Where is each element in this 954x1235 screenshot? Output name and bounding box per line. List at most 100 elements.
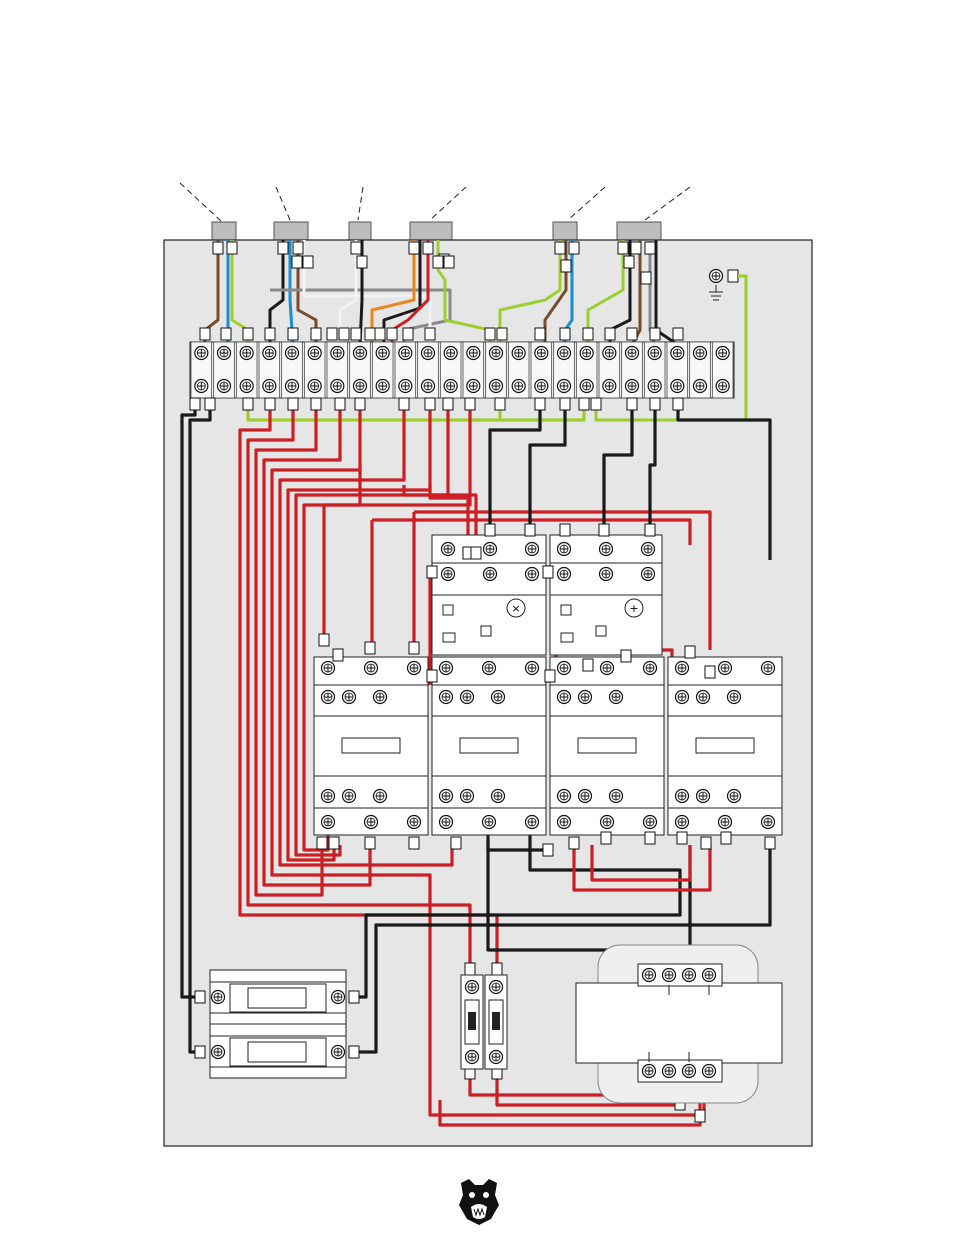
wire-lug: [425, 398, 435, 410]
wire-lug: [409, 642, 419, 654]
wire-lug: [335, 398, 345, 410]
overload-relay-1: ×: [432, 535, 546, 655]
cable-gland-6: [617, 187, 690, 240]
wire-lug: [765, 837, 775, 849]
terminal-block: [599, 342, 620, 398]
terminal-block: [712, 342, 733, 398]
wire-lug: [495, 398, 505, 410]
svg-text:+: +: [629, 602, 638, 615]
wire-lug: [535, 328, 545, 340]
wire-lug: [427, 566, 437, 578]
circuit-breaker-2: [485, 975, 507, 1069]
wire-lug: [673, 328, 683, 340]
wire-lug: [624, 256, 634, 268]
wire-lug: [492, 963, 502, 975]
wire-lug: [288, 328, 298, 340]
wire-lug: [365, 328, 375, 340]
wire-lug: [701, 837, 711, 849]
terminal-block: [418, 342, 439, 398]
wire-lug: [645, 832, 655, 844]
terminal-block: [508, 342, 529, 398]
wire-lug: [409, 837, 419, 849]
wire-lug: [685, 646, 695, 658]
wire-lug: [451, 837, 461, 849]
wire-lug: [444, 256, 454, 268]
wire-lug: [200, 328, 210, 340]
wire-lug: [213, 242, 223, 254]
wire-lug: [387, 328, 397, 340]
contactor: [550, 657, 664, 835]
cable-gland-1: [180, 183, 236, 240]
wire-lug: [349, 991, 359, 1003]
terminal-block: [191, 342, 212, 398]
wire-lug: [583, 659, 593, 671]
wire-lug: [327, 328, 337, 340]
terminal-block: [395, 342, 416, 398]
cable-gland-4: [410, 187, 466, 240]
wire-lug: [293, 242, 303, 254]
wire-lug: [227, 242, 237, 254]
terminal-block: [463, 342, 484, 398]
wire-lug: [243, 328, 253, 340]
cable-glands: [180, 183, 690, 240]
wire-lug: [355, 398, 365, 410]
terminal-block: [304, 342, 325, 398]
terminal-block: [622, 342, 643, 398]
wire-lug: [339, 328, 349, 340]
wire-lug: [303, 256, 313, 268]
wire-lug: [497, 328, 507, 340]
wire-lug: [560, 328, 570, 340]
terminal-strip: [190, 342, 734, 398]
wire-lug: [471, 547, 481, 559]
terminal-block: [214, 342, 235, 398]
wire-lug: [205, 398, 215, 410]
wire-lug: [243, 398, 253, 410]
wire-lug: [601, 832, 611, 844]
wire-lug: [631, 242, 641, 254]
wire-lug: [427, 670, 437, 682]
bear-head-icon: [455, 1175, 503, 1227]
wire-lug: [311, 398, 321, 410]
wire-lug: [365, 837, 375, 849]
wire-lug: [705, 666, 715, 678]
wire-lug: [618, 242, 628, 254]
wire-lug: [265, 398, 275, 410]
wire-lug: [221, 328, 231, 340]
contactor: [432, 657, 546, 835]
terminal-block: [259, 342, 280, 398]
wire-lug: [333, 649, 343, 661]
wire-lug: [329, 837, 339, 849]
wire-lug: [591, 398, 601, 410]
terminal-block: [440, 342, 461, 398]
wire-lug: [365, 642, 375, 654]
wire-lug: [351, 242, 361, 254]
wire-lug: [288, 398, 298, 410]
wire-lug: [319, 634, 329, 646]
cable-gland-2: [274, 187, 308, 240]
fuse-holder-1: [210, 970, 346, 1024]
wire-lug: [543, 844, 553, 856]
wire-lug: [425, 328, 435, 340]
wire-lug: [311, 328, 321, 340]
wire-lug: [433, 256, 443, 268]
wire-lug: [265, 328, 275, 340]
terminal-block: [690, 342, 711, 398]
terminal-block: [644, 342, 665, 398]
cable-gland-3: [349, 187, 371, 240]
wire-lug: [621, 650, 631, 662]
wire-lug: [677, 832, 687, 844]
terminal-block: [350, 342, 371, 398]
wire-lug: [195, 991, 205, 1003]
wire-lug: [673, 398, 683, 410]
terminal-block: [327, 342, 348, 398]
fuse-holder-2: [210, 1024, 346, 1078]
wire-lug: [645, 524, 655, 536]
wire-lug: [535, 398, 545, 410]
wire-lug: [627, 398, 637, 410]
wire-lug: [579, 398, 589, 410]
wire-lug: [317, 837, 327, 849]
circuit-breaker-1: [461, 975, 483, 1069]
wire-lug: [560, 524, 570, 536]
wire-lug: [465, 398, 475, 410]
contactor: [314, 657, 428, 835]
